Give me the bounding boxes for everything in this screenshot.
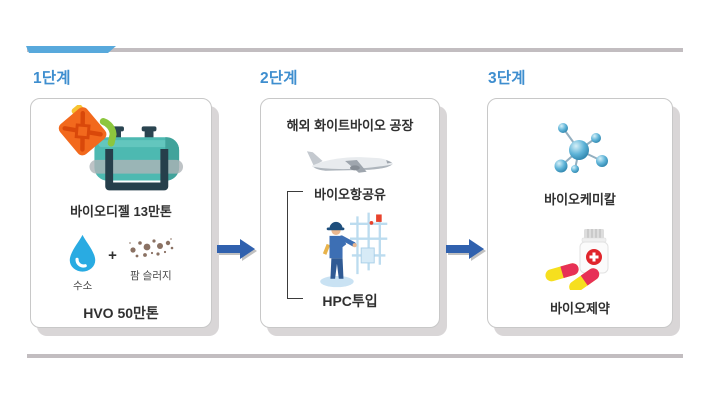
plus-sign: + xyxy=(108,247,117,264)
palm-sludge-label: 팜 슬러지 xyxy=(130,270,172,282)
arrow-right-icon xyxy=(446,239,484,259)
overseas-factory-title: 해외 화이트바이오 공장 xyxy=(286,118,414,133)
palm-sludge-item: 팜 슬러지 xyxy=(127,233,175,283)
hydrogen-label: 수소 xyxy=(72,280,93,292)
feedstock-row: 수소 + 팜 슬러지 xyxy=(67,233,175,293)
arrow-right-icon xyxy=(217,239,255,259)
grouping-bracket xyxy=(287,191,303,299)
stage3-label: 3단계 xyxy=(488,70,526,87)
hydrogen-item: 수소 xyxy=(67,233,98,293)
stage2-label: 2단계 xyxy=(260,70,298,87)
stage1-label: 1단계 xyxy=(33,70,71,87)
top-divider-bar xyxy=(27,48,683,52)
bottom-divider-bar xyxy=(27,354,683,358)
top-divider-accent xyxy=(26,46,116,53)
bio-jet-fuel-label: 바이오항공유 xyxy=(314,187,386,202)
stage3-card: 바이오케미칼 바이오제약 xyxy=(487,98,673,328)
pill-bottle-capsules-icon xyxy=(545,229,609,290)
airplane-icon xyxy=(306,151,394,173)
hpc-label: HPC투입 xyxy=(322,293,378,309)
molecule-icon xyxy=(554,123,608,173)
jerry-can-pouring-into-fuel-tank-icon xyxy=(58,105,184,191)
biochemical-label: 바이오케미칼 xyxy=(544,192,616,207)
biodiesel-label: 바이오디젤 13만톤 xyxy=(70,204,172,219)
palm-sludge-dots-icon xyxy=(128,238,174,258)
worker-at-plant-icon xyxy=(320,212,388,288)
biopharma-label: 바이오제약 xyxy=(550,301,610,316)
water-drop-icon xyxy=(69,234,96,272)
hvo-label: HVO 50만톤 xyxy=(83,305,159,321)
stage1-card: 바이오디젤 13만톤 수소 + xyxy=(30,98,212,328)
stage2-card: 해외 화이트바이오 공장 바이오항공유 xyxy=(260,98,440,328)
